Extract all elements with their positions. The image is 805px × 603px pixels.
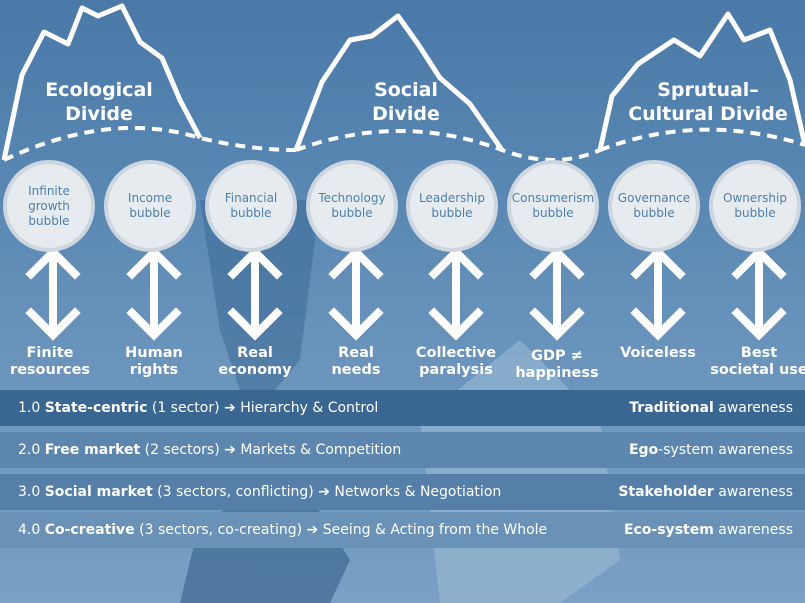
stage-name: Co-creative bbox=[44, 522, 135, 538]
right-arrow-icon: ➔ bbox=[318, 484, 330, 500]
stage-name: Free market bbox=[44, 442, 141, 458]
stage-awareness: Stakeholder awareness bbox=[618, 484, 793, 500]
double-arrow-icon bbox=[328, 246, 384, 341]
stage-detail: (3 sectors, conflicting) bbox=[157, 484, 314, 500]
double-arrow-icon bbox=[428, 246, 484, 341]
double-arrow-icon bbox=[731, 246, 787, 341]
bubble-infinite-growth: Infinite growth bubble bbox=[3, 160, 95, 252]
bubble-label: Ownership bubble bbox=[723, 191, 787, 220]
right-arrow-icon: ➔ bbox=[224, 400, 236, 416]
stage-awareness: Ego-system awareness bbox=[629, 442, 793, 458]
stage-row-1: 1.0 State-centric (1 sector) ➔ Hierarchy… bbox=[0, 390, 805, 426]
bubble-label: Infinite growth bubble bbox=[28, 183, 70, 228]
awareness-type: Ego bbox=[628, 442, 659, 458]
arrow-group bbox=[25, 246, 787, 341]
stage-awareness: Eco-system awareness bbox=[624, 522, 793, 538]
bubble-label: Consumerism bubble bbox=[511, 191, 595, 220]
double-arrow-icon bbox=[529, 246, 585, 341]
waterline-arc-middle bbox=[295, 129, 601, 162]
stage-number: 4.0 bbox=[18, 522, 41, 538]
stage-description: 4.0 Co-creative (3 sectors, co-creating)… bbox=[18, 522, 547, 538]
bubble-technology: Technology bubble bbox=[306, 160, 398, 252]
stage-number: 2.0 bbox=[18, 442, 41, 458]
awareness-suffix: awareness bbox=[713, 484, 793, 500]
bubble-label: Technology bubble bbox=[318, 191, 386, 220]
bubble-financial: Financial bubble bbox=[205, 160, 297, 252]
stage-mode: Hierarchy & Control bbox=[240, 400, 379, 416]
waterline-arc-left bbox=[3, 126, 297, 162]
outcome-collective-paralysis: Collective paralysis bbox=[415, 345, 497, 378]
outcome-real-needs: Real needs bbox=[331, 345, 381, 378]
iceberg-outline-social bbox=[293, 13, 505, 152]
awareness-type: Stakeholder bbox=[618, 484, 714, 500]
bubble-consumerism: Consumerism bubble bbox=[507, 160, 599, 252]
awareness-type: Traditional bbox=[629, 400, 714, 416]
bubble-label: Governance bubble bbox=[617, 191, 691, 220]
awareness-suffix: awareness bbox=[713, 522, 793, 538]
waterline-arc-right bbox=[599, 127, 805, 152]
stage-description: 1.0 State-centric (1 sector) ➔ Hierarchy… bbox=[18, 400, 378, 416]
bubble-label: Income bubble bbox=[127, 191, 173, 220]
outcome-best-societal-use: Best societal use bbox=[710, 345, 805, 378]
stage-detail: (3 sectors, co-creating) bbox=[139, 522, 303, 538]
bubble-leadership: Leadership bubble bbox=[406, 160, 498, 252]
stage-row-2: 2.0 Free market (2 sectors) ➔ Markets & … bbox=[0, 432, 805, 468]
bubble-label: Leadership bubble bbox=[419, 191, 485, 220]
stage-row-3: 3.0 Social market (3 sectors, conflictin… bbox=[0, 474, 805, 510]
stage-name: State-centric bbox=[44, 400, 148, 416]
stage-row-4: 4.0 Co-creative (3 sectors, co-creating)… bbox=[0, 512, 805, 548]
stage-description: 3.0 Social market (3 sectors, conflictin… bbox=[18, 484, 501, 500]
stage-name: Social market bbox=[44, 484, 153, 500]
right-arrow-icon: ➔ bbox=[224, 442, 236, 458]
social-divide-label: Social Divide bbox=[372, 79, 440, 125]
iceberg-outline-ecological bbox=[1, 3, 203, 161]
awareness-suffix: -system awareness bbox=[658, 442, 793, 458]
submerged-iceberg-left bbox=[200, 200, 320, 420]
outcome-gdp-happiness: GDP ≠ happiness bbox=[515, 348, 599, 381]
awareness-suffix: awareness bbox=[713, 400, 793, 416]
awareness-type: Eco-system bbox=[623, 522, 714, 538]
cultural-divide-label: Sprutual– Cultural Divide bbox=[628, 79, 788, 125]
bubble-label: Financial bubble bbox=[224, 191, 278, 220]
outcome-voiceless: Voiceless bbox=[620, 345, 696, 361]
bubble-governance: Governance bubble bbox=[608, 160, 700, 252]
iceberg-outline-cultural bbox=[597, 11, 805, 151]
ecological-divide-label: Ecological Divide bbox=[45, 79, 153, 125]
stage-number: 1.0 bbox=[18, 400, 41, 416]
right-arrow-icon: ➔ bbox=[306, 522, 319, 538]
bubble-ownership: Ownership bubble bbox=[709, 160, 801, 252]
stage-awareness: Traditional awareness bbox=[629, 400, 793, 416]
double-arrow-icon bbox=[630, 246, 686, 341]
double-arrow-icon bbox=[25, 246, 81, 341]
double-arrow-icon bbox=[227, 246, 283, 341]
bubble-income: Income bubble bbox=[104, 160, 196, 252]
stage-detail: (1 sector) bbox=[151, 400, 220, 416]
outcome-finite-resources: Finite resources bbox=[9, 345, 91, 378]
stage-number: 3.0 bbox=[18, 484, 41, 500]
stage-mode: Seeing & Acting from the Whole bbox=[322, 522, 548, 538]
stage-mode: Markets & Competition bbox=[240, 442, 402, 458]
stage-mode: Networks & Negotiation bbox=[334, 484, 502, 500]
outcome-real-economy: Real economy bbox=[218, 345, 292, 378]
stage-detail: (2 sectors) bbox=[144, 442, 220, 458]
outcome-human-rights: Human rights bbox=[125, 345, 183, 378]
stage-description: 2.0 Free market (2 sectors) ➔ Markets & … bbox=[18, 442, 401, 458]
double-arrow-icon bbox=[126, 246, 182, 341]
